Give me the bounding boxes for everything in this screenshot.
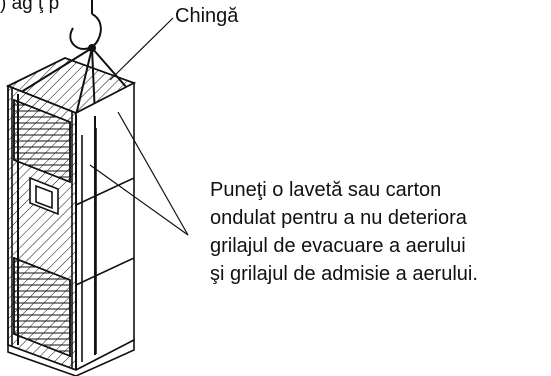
sling-wrap-lines — [17, 94, 96, 370]
note-line-4: şi grilajul de admisie a aerului. — [210, 263, 478, 285]
top-text-fragment: ) ag ţ p — [0, 0, 60, 14]
note-line-1: Puneţi o lavetă sau carton — [210, 179, 442, 201]
sling-leader-line — [109, 17, 174, 81]
crane-hook-icon — [69, 0, 102, 52]
floor-standing-air-conditioner-icon — [6, 57, 136, 376]
sling-label: Chingă — [175, 5, 239, 27]
protection-note: Puneţi o lavetă sau carton ondulat pentr… — [210, 176, 478, 288]
note-line-2: ondulat pentru a nu deteriora — [210, 207, 467, 229]
note-line-3: grilajul de evacuare a aerului — [210, 235, 466, 257]
note-leader-lines — [89, 111, 189, 236]
